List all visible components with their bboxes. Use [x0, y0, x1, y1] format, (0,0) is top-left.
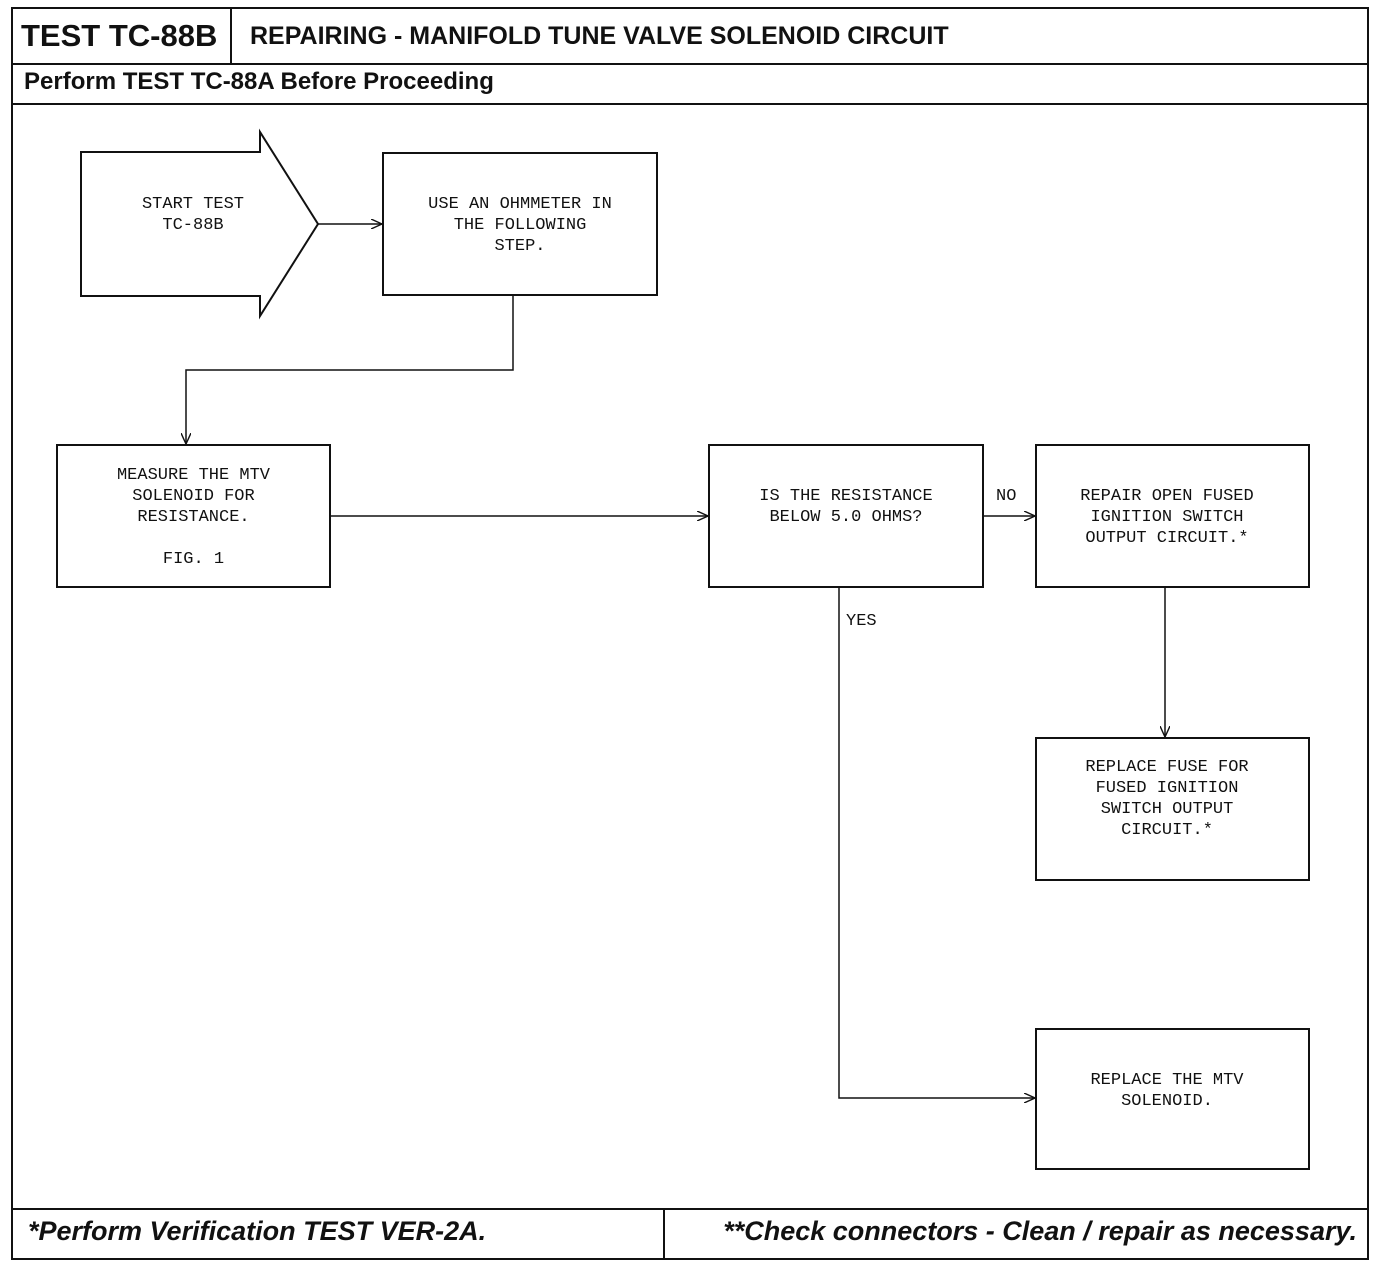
footer-separator [663, 1210, 665, 1260]
no-label: NO [996, 487, 1017, 506]
replace-fuse-box [1035, 737, 1310, 881]
question-text: IS THE RESISTANCE BELOW 5.0 OHMS? [759, 487, 933, 527]
start-arrow-shape [80, 128, 320, 320]
repair-open-box [1035, 444, 1310, 588]
page-frame [11, 7, 1369, 1260]
footer-divider [11, 1208, 1369, 1210]
replace-mtv-text: REPLACE THE MTV SOLENOID. [1090, 1071, 1244, 1111]
footer-note-verification: *Perform Verification TEST VER-2A. [28, 1216, 487, 1246]
page-subtitle: Perform TEST TC-88A Before Proceeding [24, 68, 494, 95]
connector-yes-branch [838, 588, 1035, 1098]
footer-note-connectors: **Check connectors - Clean / repair as n… [723, 1216, 1357, 1246]
start-test-text: START TEST TC-88B [141, 195, 245, 235]
connector-ohmmeter-to-measure [186, 296, 514, 444]
header-divider [11, 63, 1369, 65]
yes-label: YES [846, 612, 877, 631]
replace-fuse-text: REPLACE FUSE FOR FUSED IGNITION SWITCH O… [1085, 758, 1249, 840]
page-title: REPAIRING - MANIFOLD TUNE VALVE SOLENOID… [250, 22, 949, 50]
measure-box [56, 444, 331, 588]
repair-open-text: REPAIR OPEN FUSED IGNITION SWITCH OUTPUT… [1080, 487, 1254, 548]
use-ohmmeter-text: USE AN OHMMETER IN THE FOLLOWING STEP. [428, 195, 612, 256]
measure-text: MEASURE THE MTV SOLENOID FOR RESISTANCE.… [116, 466, 271, 569]
header-divider-bottom [11, 103, 1369, 105]
replace-mtv-box [1035, 1028, 1310, 1170]
question-box [708, 444, 984, 588]
use-ohmmeter-box [382, 152, 658, 296]
